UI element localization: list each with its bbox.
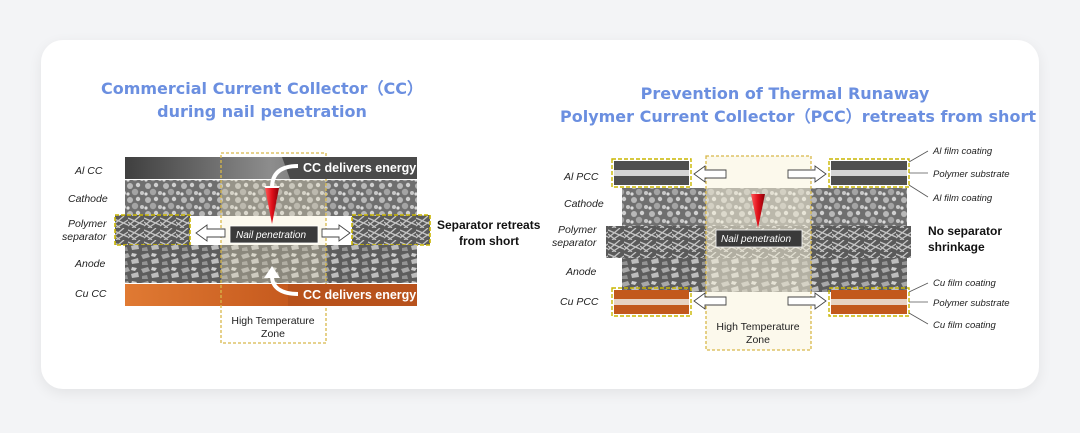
left-label-cathode: Cathode <box>68 193 108 205</box>
right-callout-polymer-substrate-bottom: Polymer substrate <box>933 298 1010 309</box>
right-title-line2: Polymer Current Collector（PCC）retreats f… <box>560 107 1036 126</box>
right-diagram: Nail penetration Al PCC Cathode Polymer … <box>552 146 1010 351</box>
left-label-separator-1: Polymer <box>68 218 107 230</box>
right-callout-polymer-substrate-top: Polymer substrate <box>933 169 1010 180</box>
right-side-note-line2: shrinkage <box>928 240 985 254</box>
right-nail-label-box <box>715 229 803 248</box>
left-arrow-retreat-left-icon <box>195 224 226 242</box>
left-arrowhead-bottom-icon <box>264 266 280 278</box>
left-nail-label: Nail penetration <box>236 230 306 241</box>
right-center-tint <box>706 156 811 350</box>
left-nail-label-box <box>229 225 319 244</box>
left-nail-icon <box>265 188 279 224</box>
right-al-pcc-right <box>828 158 910 188</box>
left-banner-top: CC delivers energy <box>282 157 417 179</box>
right-cu-pcc-right <box>828 287 910 317</box>
right-label-al-pcc: Al PCC <box>563 171 599 183</box>
right-callout-lines-top <box>908 150 929 325</box>
left-label-cu-cc: Cu CC <box>75 288 107 300</box>
left-separator-left-dash <box>114 214 191 246</box>
right-high-temperature-zone <box>705 155 812 351</box>
right-arrow-cu-left-icon <box>693 292 727 310</box>
left-high-temperature-zone <box>220 152 327 344</box>
left-side-note-line2: from short <box>459 234 519 248</box>
right-title: Prevention of Thermal Runaway Polymer Cu… <box>560 82 1036 128</box>
left-label-anode: Anode <box>74 258 106 270</box>
left-diagram: CC delivers energy CC delivers energy Na… <box>62 152 541 344</box>
left-banner-bottom-text: CC delivers energy <box>303 288 416 302</box>
right-arrow-al-right-icon <box>787 165 827 183</box>
left-zone-line1: High Temperature <box>231 315 314 327</box>
left-banner-bottom: CC delivers energy <box>288 284 417 306</box>
right-callout-cu-film-top: Cu film coating <box>933 278 997 289</box>
left-curved-arrow-top-icon <box>270 164 299 189</box>
left-side-note-line1: Separator retreats <box>437 218 541 232</box>
right-label-cathode: Cathode <box>564 198 604 210</box>
right-label-anode: Anode <box>565 266 597 278</box>
right-callout-cu-film-bottom: Cu film coating <box>933 320 997 331</box>
right-zone-line2: Zone <box>746 334 770 346</box>
right-label-separator-2: separator <box>552 237 597 249</box>
left-zone-line2: Zone <box>261 328 285 340</box>
left-arrow-retreat-right-icon <box>321 224 351 242</box>
right-arrow-cu-right-icon <box>787 292 827 310</box>
right-arrow-al-left-icon <box>693 165 727 183</box>
right-title-line1: Prevention of Thermal Runaway <box>640 84 930 103</box>
right-cu-pcc-left <box>611 287 692 317</box>
right-nail-icon <box>751 194 765 228</box>
right-side-note-line1: No separator <box>928 224 1002 238</box>
right-callout-al-film-bottom: Al film coating <box>932 193 993 204</box>
left-separator-layer-left <box>115 215 190 245</box>
left-title-line1: Commercial Current Collector（CC） <box>100 79 424 98</box>
right-nail-label: Nail penetration <box>721 234 791 245</box>
left-banner-top-text: CC delivers energy <box>303 161 416 175</box>
right-al-pcc-left <box>611 158 692 188</box>
right-label-separator-1: Polymer <box>558 224 597 236</box>
right-callout-al-film-top: Al film coating <box>932 146 993 157</box>
left-title-line2: during nail penetration <box>157 102 367 121</box>
left-title: Commercial Current Collector（CC） during … <box>92 77 432 123</box>
left-separator-layer-right <box>352 215 430 245</box>
right-label-cu-pcc: Cu PCC <box>560 296 599 308</box>
right-zone-line1: High Temperature <box>716 321 799 333</box>
left-label-al-cc: Al CC <box>74 165 103 177</box>
left-curved-arrow-bottom-icon <box>270 275 299 296</box>
left-label-separator-2: separator <box>62 231 107 243</box>
